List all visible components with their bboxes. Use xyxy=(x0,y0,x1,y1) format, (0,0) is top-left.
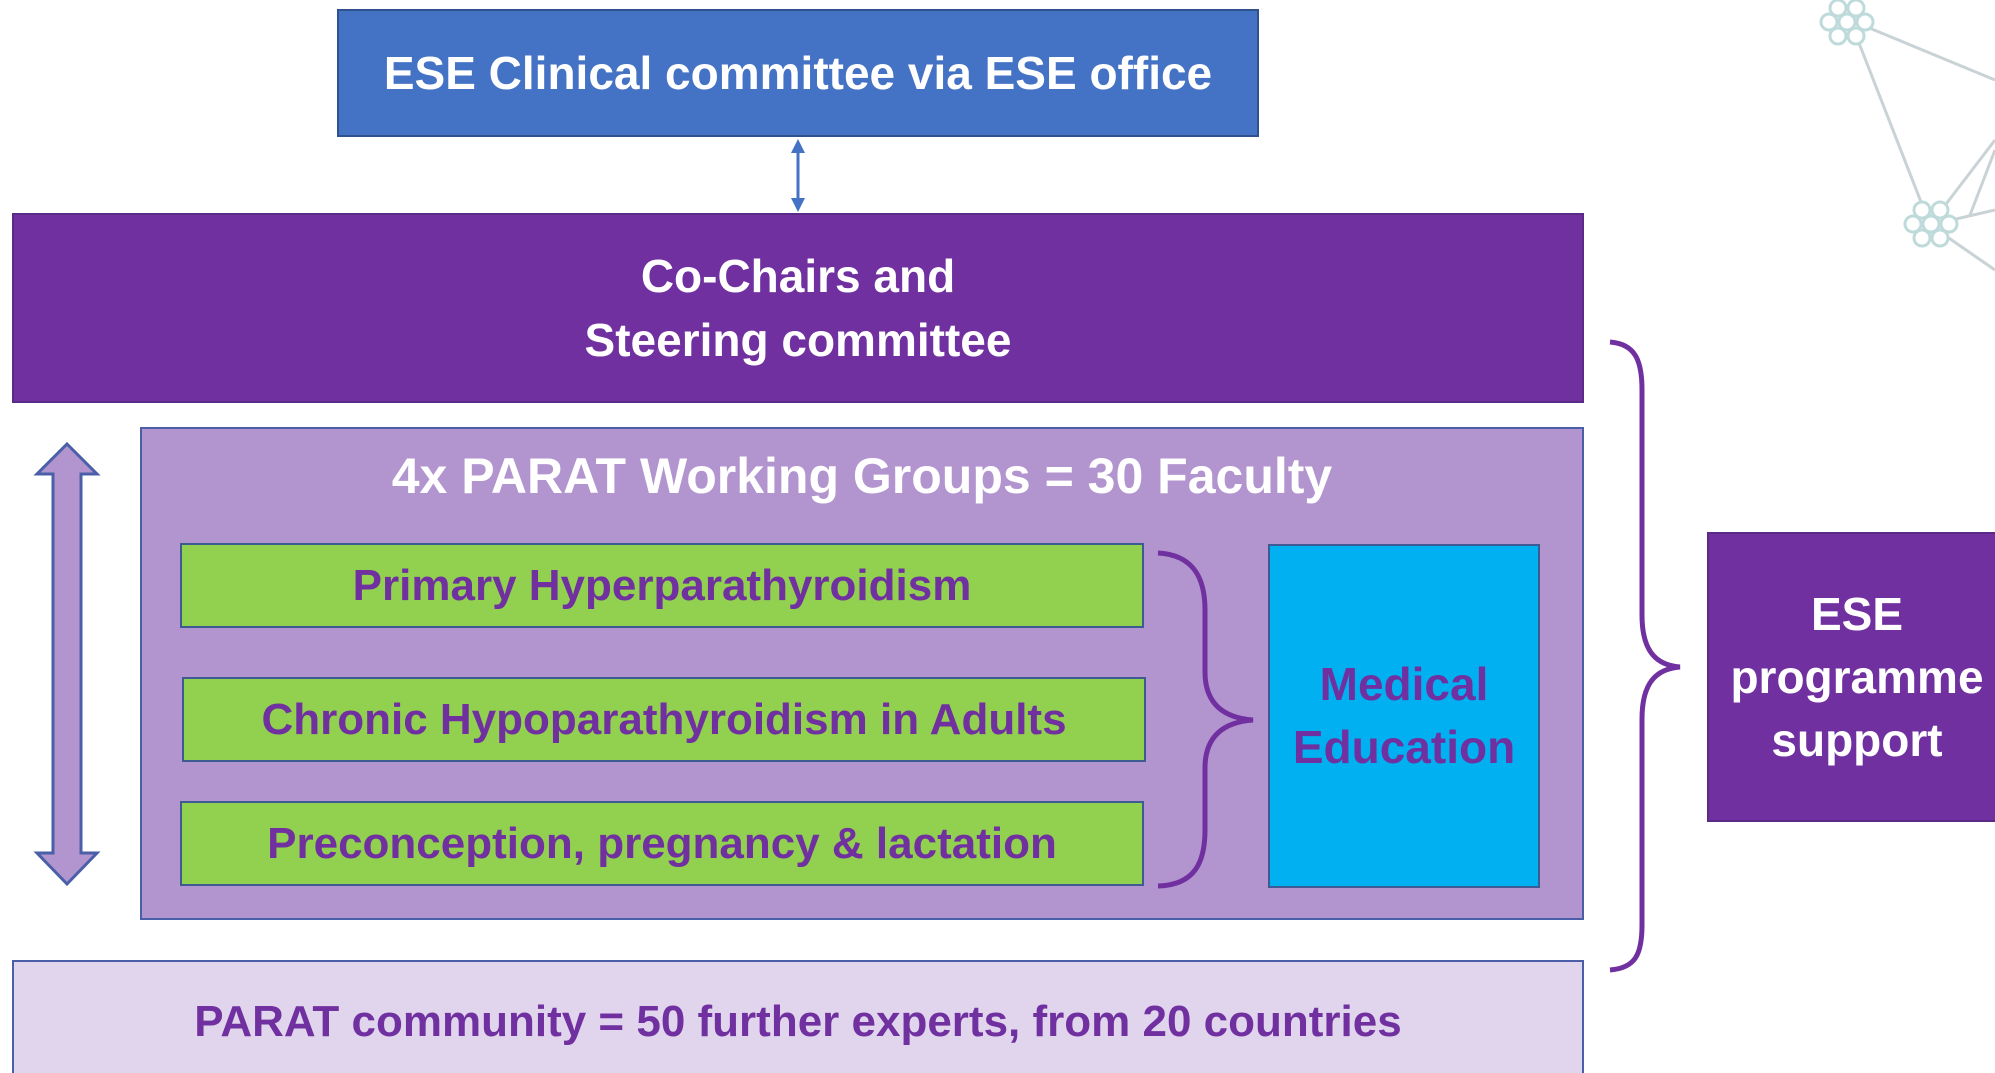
steering-committee-label-line1: Co-Chairs and xyxy=(640,250,956,302)
medical-education-label-line1: Medical xyxy=(1319,658,1489,710)
group-chronic-hypoparathyroidism: Chronic Hypoparathyroidism in Adults xyxy=(182,677,1146,762)
parat-community-label: PARAT community = 50 further experts, fr… xyxy=(194,997,1402,1046)
programme-support-brace-icon xyxy=(1609,339,1681,973)
clinical-committee-label: ESE Clinical committee via ESE office xyxy=(383,47,1213,99)
steering-committee-box: Co-Chairs and Steering committee xyxy=(12,213,1584,403)
vertical-double-arrow-icon xyxy=(33,441,101,887)
ese-programme-support-box: ESE programme support xyxy=(1707,532,1995,822)
group-1-label: Primary Hyperparathyroidism xyxy=(352,560,972,610)
group-3-label: Preconception, pregnancy & lactation xyxy=(267,818,1057,868)
group-2-label: Chronic Hypoparathyroidism in Adults xyxy=(261,694,1067,744)
clinical-committee-box: ESE Clinical committee via ESE office xyxy=(337,9,1259,137)
parat-community-box: PARAT community = 50 further experts, fr… xyxy=(12,960,1584,1073)
group-preconception-pregnancy: Preconception, pregnancy & lactation xyxy=(180,801,1144,886)
support-label-line3: support xyxy=(1771,713,1943,766)
support-label-line1: ESE xyxy=(1810,587,1904,640)
medical-education-box: Medical Education xyxy=(1268,544,1540,888)
group-primary-hyperparathyroidism: Primary Hyperparathyroidism xyxy=(180,543,1144,628)
medical-education-label-line2: Education xyxy=(1292,721,1516,773)
working-groups-title: 4x PARAT Working Groups = 30 Faculty xyxy=(391,448,1333,504)
double-arrow-icon xyxy=(791,139,805,212)
support-label-line2: programme xyxy=(1730,650,1984,703)
steering-committee-label-line2: Steering committee xyxy=(584,314,1012,366)
